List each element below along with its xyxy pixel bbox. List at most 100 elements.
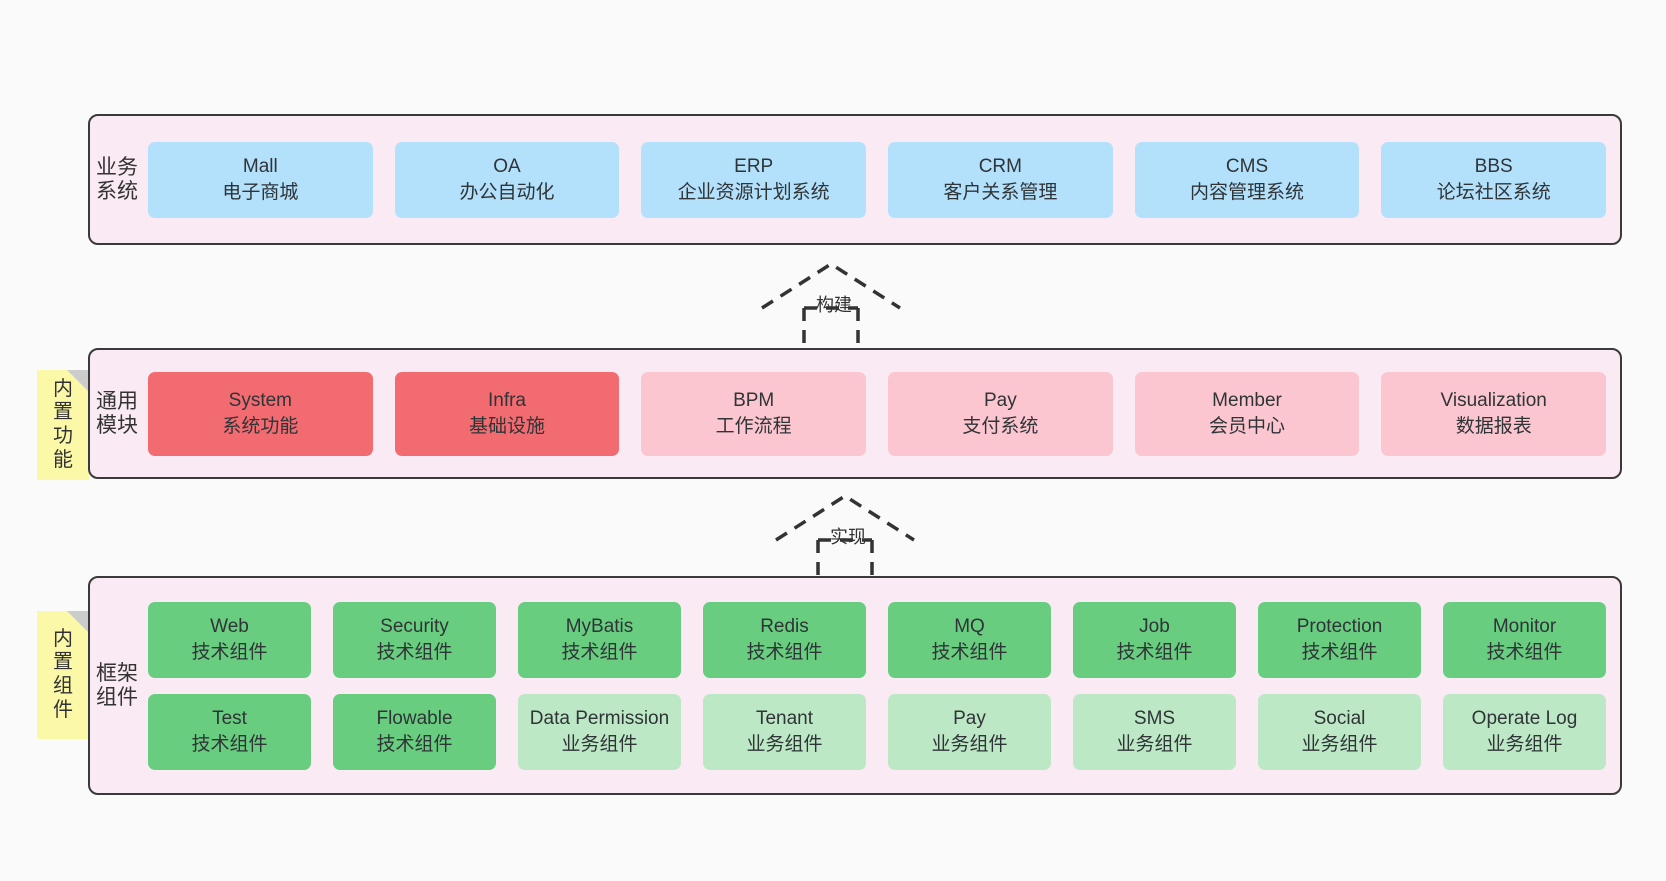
component-card-job[interactable]: Job 技术组件 (1073, 601, 1236, 678)
module-card-system[interactable]: System 系统功能 (148, 371, 373, 456)
card-title: MyBatis (565, 616, 634, 638)
module-card-member[interactable]: Member 会员中心 (1134, 371, 1360, 456)
module-card-bbs[interactable]: BBS 论坛社区系统 (1381, 141, 1607, 218)
component-card-protection[interactable]: Protection 技术组件 (1258, 601, 1421, 678)
card-subtitle: 技术组件 (191, 733, 268, 755)
card-title: Job (1139, 616, 1170, 638)
card-subtitle: 论坛社区系统 (1436, 181, 1551, 203)
component-card-pay[interactable]: Pay 业务组件 (888, 693, 1051, 770)
card-title: Web (210, 616, 249, 638)
module-card-crm[interactable]: CRM 客户关系管理 (888, 141, 1113, 218)
connector-build-label: 构建 (816, 295, 852, 315)
component-card-sms[interactable]: SMS 业务组件 (1073, 693, 1236, 770)
connector-build: 构建 (756, 258, 906, 348)
card-title: Mall (242, 156, 278, 178)
component-card-redis[interactable]: Redis 技术组件 (703, 601, 866, 678)
card-row: Test 技术组件 Flowable 技术组件 Data Permission … (148, 693, 1606, 770)
component-card-web[interactable]: Web 技术组件 (148, 601, 311, 678)
component-card-test[interactable]: Test 技术组件 (148, 693, 311, 770)
layer-common-module: 通用模块 System 系统功能 Infra 基础设施 BPM 工作流程 Pay… (88, 348, 1622, 479)
card-title: Redis (760, 616, 809, 638)
card-subtitle: 技术组件 (1116, 641, 1193, 663)
card-title: Member (1212, 390, 1282, 412)
component-card-monitor[interactable]: Monitor 技术组件 (1443, 601, 1606, 678)
card-row: System 系统功能 Infra 基础设施 BPM 工作流程 Pay 支付系统… (148, 371, 1607, 456)
card-subtitle: 业务组件 (561, 733, 638, 755)
module-card-infra[interactable]: Infra 基础设施 (394, 371, 620, 456)
note-label: 内置组件 (53, 627, 73, 721)
layer-framework-component: 框架组件 Web 技术组件 Security 技术组件 MyBatis 技术组件… (88, 576, 1622, 795)
component-card-social[interactable]: Social 业务组件 (1258, 693, 1421, 770)
note-builtin-function: 内置功能 (37, 370, 89, 480)
card-subtitle: 技术组件 (1486, 641, 1563, 663)
card-title: Data Permission (529, 708, 670, 730)
card-subtitle: 业务组件 (1301, 733, 1378, 755)
card-subtitle: 技术组件 (746, 641, 823, 663)
layer-title-framework-component: 框架组件 (96, 661, 138, 709)
card-subtitle: 技术组件 (1301, 641, 1378, 663)
note-label: 内置功能 (53, 377, 73, 471)
card-subtitle: 业务组件 (746, 733, 823, 755)
layer-body-business-system: Mall 电子商城 OA 办公自动化 ERP 企业资源计划系统 CRM 客户关系… (140, 116, 1620, 243)
card-title: Security (380, 616, 449, 638)
card-title: OA (493, 156, 521, 178)
component-card-flowable[interactable]: Flowable 技术组件 (333, 693, 496, 770)
card-subtitle: 客户关系管理 (943, 181, 1058, 203)
card-title: CMS (1225, 156, 1269, 178)
module-card-erp[interactable]: ERP 企业资源计划系统 (641, 141, 867, 218)
card-title: Protection (1296, 616, 1383, 638)
card-row: Mall 电子商城 OA 办公自动化 ERP 企业资源计划系统 CRM 客户关系… (148, 141, 1607, 218)
card-title: ERP (734, 156, 774, 178)
layer-business-system: 业务系统 Mall 电子商城 OA 办公自动化 ERP 企业资源计划系统 CRM… (88, 114, 1622, 245)
card-title: MQ (954, 616, 985, 638)
module-card-bpm[interactable]: BPM 工作流程 (641, 371, 867, 456)
module-card-pay[interactable]: Pay 支付系统 (888, 371, 1113, 456)
card-title: Flowable (376, 708, 453, 730)
component-card-data-permission[interactable]: Data Permission 业务组件 (518, 693, 681, 770)
card-subtitle: 电子商城 (222, 181, 299, 203)
module-card-cms[interactable]: CMS 内容管理系统 (1134, 141, 1360, 218)
module-card-oa[interactable]: OA 办公自动化 (394, 141, 620, 218)
card-subtitle: 数据报表 (1455, 415, 1532, 437)
card-subtitle: 内容管理系统 (1190, 181, 1305, 203)
card-title: SMS (1133, 708, 1176, 730)
card-title: Monitor (1492, 616, 1557, 638)
layer-body-common-module: System 系统功能 Infra 基础设施 BPM 工作流程 Pay 支付系统… (140, 350, 1620, 477)
card-title: Pay (983, 390, 1017, 412)
card-subtitle: 工作流程 (715, 415, 792, 437)
card-subtitle: 基础设施 (469, 415, 546, 437)
module-card-visualization[interactable]: Visualization 数据报表 (1381, 371, 1607, 456)
card-subtitle: 企业资源计划系统 (677, 181, 830, 203)
layer-body-framework-component: Web 技术组件 Security 技术组件 MyBatis 技术组件 Redi… (140, 578, 1620, 793)
card-title: Tenant (755, 708, 814, 730)
card-title: BBS (1474, 156, 1513, 178)
card-subtitle: 会员中心 (1209, 415, 1286, 437)
component-card-mq[interactable]: MQ 技术组件 (888, 601, 1051, 678)
component-card-mybatis[interactable]: MyBatis 技术组件 (518, 601, 681, 678)
card-row: Web 技术组件 Security 技术组件 MyBatis 技术组件 Redi… (148, 601, 1606, 678)
card-subtitle: 技术组件 (561, 641, 638, 663)
card-subtitle: 业务组件 (1486, 733, 1563, 755)
note-builtin-component: 内置组件 (37, 611, 89, 739)
card-title: Infra (487, 390, 527, 412)
component-card-tenant[interactable]: Tenant 业务组件 (703, 693, 866, 770)
card-title: Social (1313, 708, 1366, 730)
module-card-mall[interactable]: Mall 电子商城 (148, 141, 373, 218)
connector-implement: 实现 (770, 490, 920, 580)
card-subtitle: 技术组件 (376, 733, 453, 755)
card-title: BPM (733, 390, 775, 412)
card-subtitle: 业务组件 (931, 733, 1008, 755)
component-card-operate-log[interactable]: Operate Log 业务组件 (1443, 693, 1606, 770)
card-title: Visualization (1440, 390, 1547, 412)
card-subtitle: 技术组件 (191, 641, 268, 663)
card-subtitle: 办公自动化 (459, 181, 555, 203)
card-title: CRM (978, 156, 1022, 178)
connector-implement-label: 实现 (830, 527, 866, 547)
card-title: Pay (953, 708, 986, 730)
card-subtitle: 系统功能 (222, 415, 299, 437)
card-subtitle: 技术组件 (931, 641, 1008, 663)
component-card-security[interactable]: Security 技术组件 (333, 601, 496, 678)
layer-title-common-module: 通用模块 (96, 389, 138, 437)
card-subtitle: 技术组件 (376, 641, 453, 663)
layer-title-business-system: 业务系统 (96, 155, 138, 203)
